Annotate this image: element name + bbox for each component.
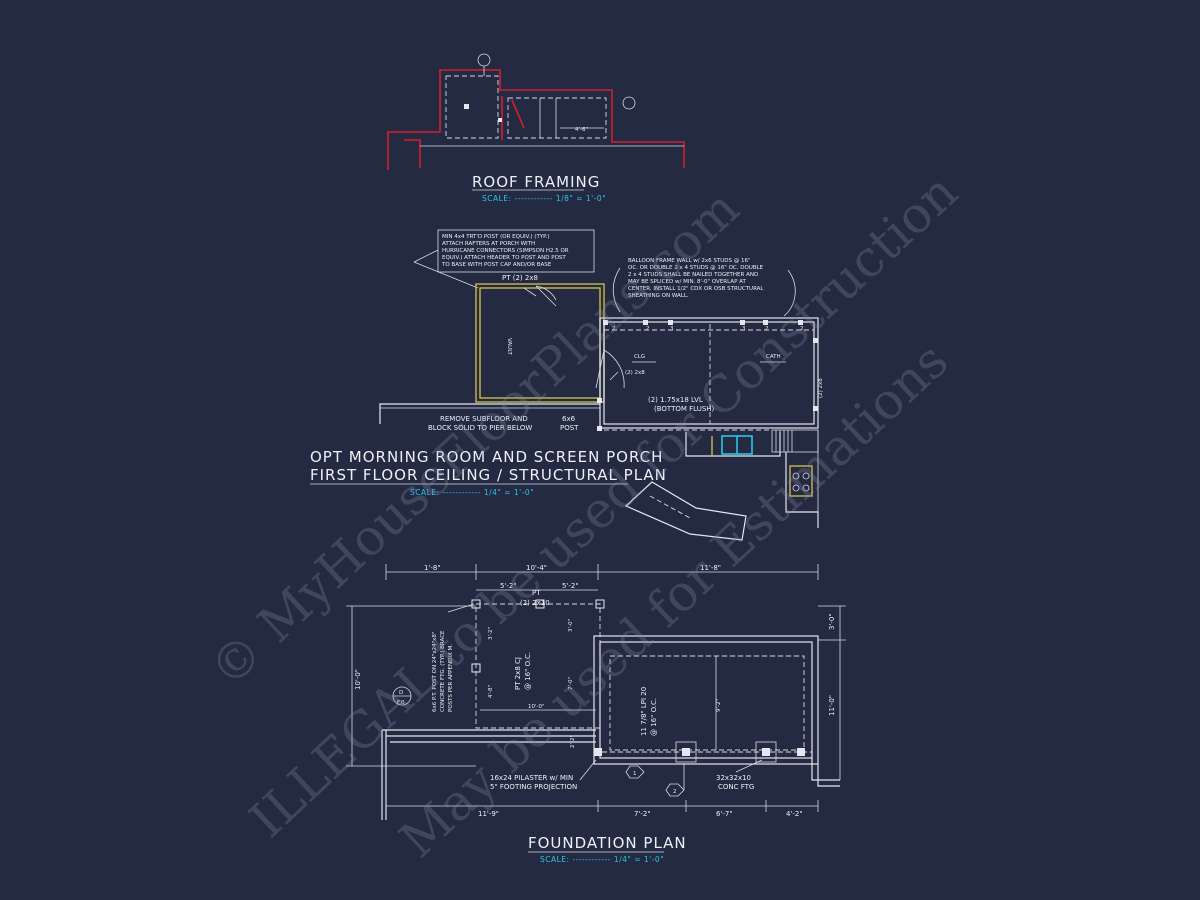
- svg-text:3: 3: [742, 326, 746, 332]
- wall-note-line5: CENTER. INSTALL 1/2" CDX OR OSB STRUCTUR…: [628, 286, 764, 292]
- svg-text:2: 2: [612, 326, 616, 332]
- wall-note-line4: MAY BE SPLICED w/ MIN. 8'-0" OVERLAP AT: [628, 279, 746, 285]
- detail-sheet: F.0: [397, 700, 405, 706]
- lvl-note: (BOTTOM FLUSH): [654, 405, 715, 413]
- post-note-line5: TO BASE WITH POST CAP AND/OR BASE: [441, 262, 552, 268]
- lpi-label-1: 11 7/8" LPI 20: [640, 687, 648, 736]
- dim-top-2: 10'-4": [526, 564, 547, 572]
- lvl-label: (2) 1.75x18 LVL: [648, 396, 703, 404]
- inner-dim-4: 4'-8": [488, 685, 494, 698]
- porch-header-label: PT (2) 2x8: [502, 274, 538, 282]
- joist-label-1: PT 2x8 CJ: [514, 657, 522, 690]
- morning-title-1: OPT MORNING ROOM AND SCREEN PORCH: [310, 448, 663, 466]
- post-note-3: POSTS PER APPENDIX M.: [448, 644, 454, 712]
- ceiling-label: CLG: [634, 354, 645, 360]
- inner-dim-7: 2'-2": [570, 735, 576, 748]
- wall-note-line3: 2 x 4 STUDS SHALL BE NAILED TOGETHER AND: [628, 272, 758, 278]
- dim-right-1: 3'-0": [828, 613, 836, 630]
- cathedral-label: CATH: [766, 354, 781, 360]
- post-note-line4: EQUIV.) ATTACH HEADER TO POST AND POST: [442, 255, 566, 261]
- post-note-line2: ATTACH RAFTERS AT PORCH WITH: [442, 241, 535, 247]
- morning-title-2: FIRST FLOOR CEILING / STRUCTURAL PLAN: [310, 466, 667, 484]
- ftg-note-1: 32x32x10: [716, 774, 751, 782]
- svg-text:2: 2: [800, 326, 804, 332]
- header-2x8-label: (2) 2x8: [625, 370, 645, 376]
- porch-pt-label: PT: [532, 589, 541, 597]
- inner-dim-6: 9'-2": [716, 699, 722, 712]
- dim-top-1: 1'-8": [424, 564, 441, 572]
- subfloor-note-1: REMOVE SUBFLOOR AND: [440, 415, 528, 423]
- inner-dim-1: 3'-2": [488, 627, 494, 640]
- lpi-label-2: @ 16" O.C.: [650, 698, 658, 736]
- tag-1: 1: [633, 771, 637, 777]
- svg-text:2: 2: [765, 326, 769, 332]
- side-2x8-label: (2) 2x8: [818, 378, 824, 398]
- dim-bottom-2: 7'-2": [634, 810, 651, 818]
- porch-pt-size: (2) 2x10: [520, 599, 550, 607]
- foundation-scale: SCALE: ------------ 1/4" = 1'-0": [540, 855, 664, 864]
- post-note-1: 6x6: [562, 415, 576, 423]
- dim-top-3: 11'-8": [700, 564, 721, 572]
- wall-note-line1: BALLOON FRAME WALL w/ 2x6 STUDS @ 16": [628, 258, 751, 264]
- dim-right-2: 11'-0": [828, 695, 836, 716]
- morning-scale: SCALE: ------------ 1/4" = 1'-0": [410, 488, 534, 497]
- joist-label-2: @ 16" O.C.: [524, 652, 532, 690]
- dim-left: 10'-0": [354, 669, 362, 690]
- post-note-1: 6x6 P.T. POST ON 24"x24"x8": [432, 632, 438, 712]
- watermark-line-2: ILLEGAL to be used for Construction: [239, 163, 969, 849]
- dim-top2-1: 5'-2": [500, 582, 517, 590]
- inner-dim-2: 3'-0": [568, 619, 574, 632]
- post-note-line1: MIN 4x4 TRT'D POST (OR EQUIV.) (TYP.): [442, 234, 550, 240]
- roof-scale: SCALE: ------------ 1/8" = 1'-0": [482, 194, 606, 203]
- morning-room-plan: MIN 4x4 TRT'D POST (OR EQUIV.) (TYP.) AT…: [310, 229, 824, 541]
- dim-bottom-3: 6'-7": [716, 810, 733, 818]
- ftg-note-2: CONC FTG: [718, 783, 754, 791]
- inner-dim-3: 7'-0": [568, 677, 574, 690]
- watermark: © MyHouseFloorPlans.com ILLEGAL to be us…: [199, 163, 969, 869]
- post-note-line3: HURRICANE CONNECTORS (SIMPSON H2.5 OR: [442, 248, 569, 254]
- pilaster-note-1: 16x24 PILASTER w/ MIN: [490, 774, 573, 782]
- roof-dim: 4'-6": [575, 127, 588, 133]
- dim-top2-2: 5'-2": [562, 582, 579, 590]
- foundation-title: FOUNDATION PLAN: [528, 834, 687, 852]
- svg-text:2: 2: [646, 326, 650, 332]
- post-note-2: POST: [560, 424, 579, 432]
- vault-label: VAULT: [506, 338, 512, 356]
- roof-framing-plan: 4'-6" ROOF FRAMING SCALE: ------------ 1…: [387, 53, 685, 203]
- subfloor-note-2: BLOCK SOLID TO PIER BELOW: [428, 424, 532, 432]
- inner-dim-5: 10'-0": [528, 704, 545, 710]
- wall-note-line2: OC. OR DOUBLE 2 x 4 STUDS @ 16" OC. DOUB…: [628, 265, 764, 271]
- wall-note-line6: SHEATHING ON WALL.: [628, 293, 689, 299]
- pilaster-note-2: 5" FOOTING PROJECTION: [490, 783, 577, 791]
- tag-2: 2: [673, 789, 677, 795]
- svg-text:3: 3: [670, 326, 674, 332]
- foundation-plan: 1'-8" 10'-4" 11'-8" 5'-2" 5'-2" 10'-0" 3…: [346, 564, 846, 864]
- roof-title: ROOF FRAMING: [472, 173, 600, 191]
- dim-bottom-1: 11'-9": [478, 810, 499, 818]
- post-note-2: CONCRETE FTG. (TYP.) BRACE: [440, 630, 446, 712]
- dim-bottom-4: 4'-2": [786, 810, 803, 818]
- detail-id: D: [399, 690, 403, 696]
